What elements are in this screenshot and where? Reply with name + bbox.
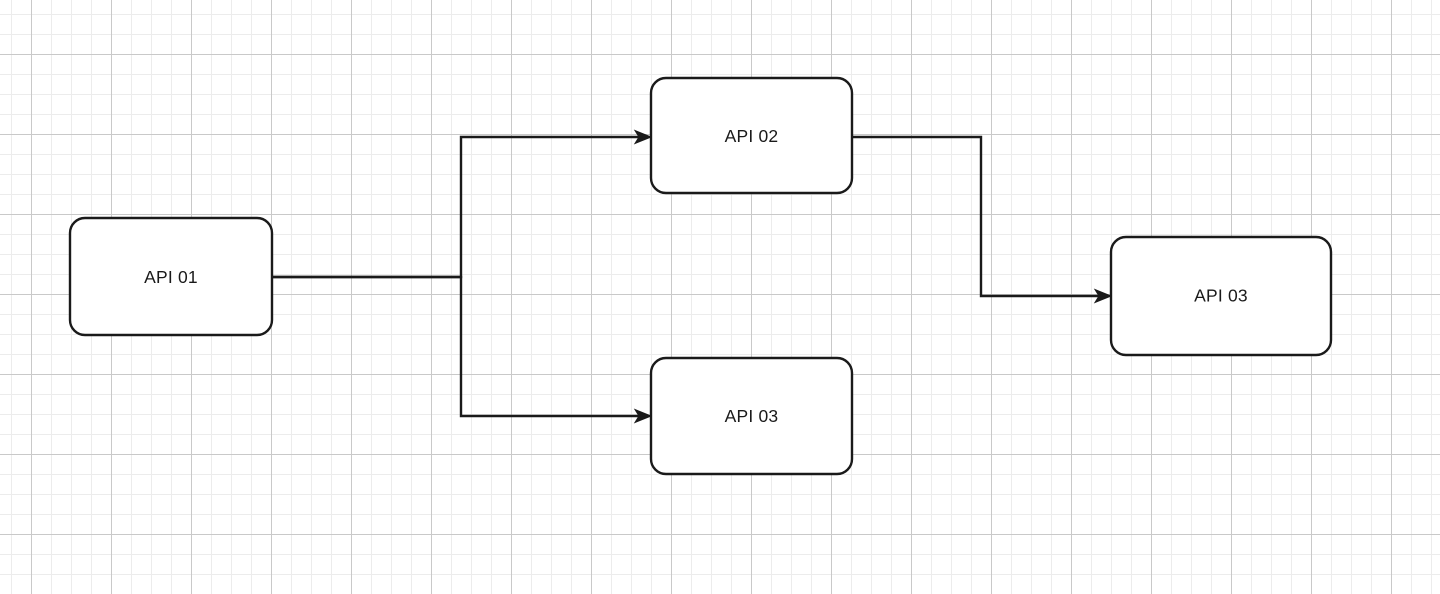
connector-line[interactable] (272, 275, 642, 418)
node-label: API 01 (144, 267, 198, 287)
node-label: API 03 (725, 406, 779, 426)
node-shape[interactable] (649, 76, 854, 195)
node-api-03-mid[interactable]: API 03 (649, 356, 854, 476)
connector-api02-to-api03-right[interactable] (852, 135, 1113, 304)
node-api-02[interactable]: API 02 (649, 76, 854, 195)
node-shape[interactable] (68, 216, 274, 337)
node-api-01[interactable]: API 01 (68, 216, 274, 337)
connector-line[interactable] (272, 135, 642, 279)
connector-line[interactable] (852, 135, 1102, 298)
arrow-head-icon (633, 408, 653, 424)
node-label: API 03 (1194, 286, 1248, 306)
connector-api01-to-api03-mid[interactable] (272, 275, 653, 424)
connector-api01-to-api02[interactable] (272, 129, 653, 279)
node-shape[interactable] (649, 356, 854, 476)
arrow-head-icon (1093, 288, 1113, 304)
node-api-03-right[interactable]: API 03 (1109, 235, 1333, 357)
node-shape[interactable] (1109, 235, 1333, 357)
edge-layer (272, 129, 1113, 424)
arrow-head-icon (633, 129, 653, 145)
node-label: API 02 (725, 126, 779, 146)
node-layer: API 01 API 02 API 03 API 03 (68, 76, 1333, 476)
